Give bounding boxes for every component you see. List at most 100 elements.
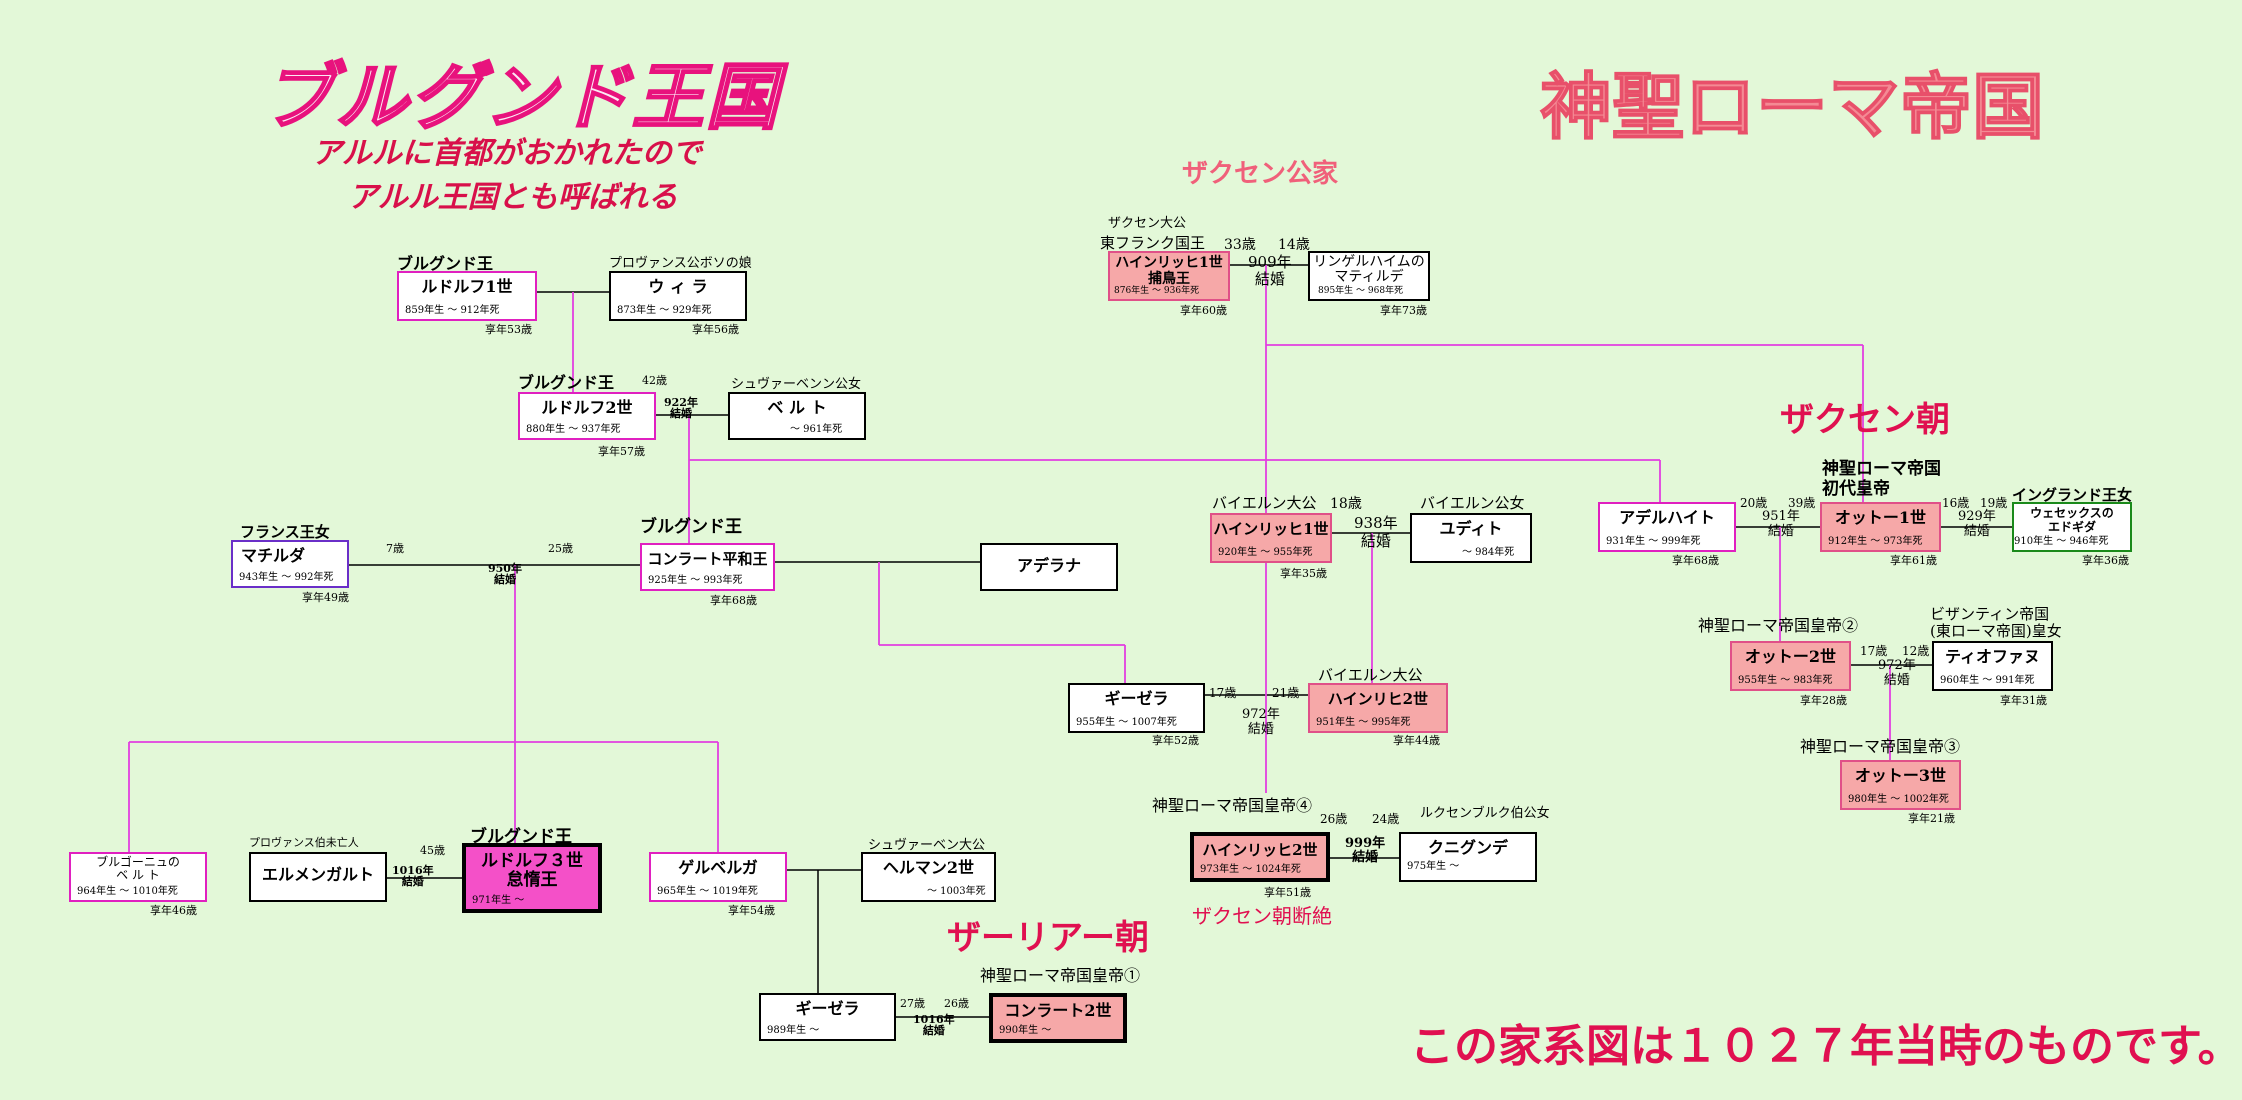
age-adelheid-at-marriage: 20歳	[1740, 496, 1768, 510]
mathilde-fr-age: 享年49歳	[302, 591, 349, 604]
person-dates: 973年生 ～ 1024年死	[1200, 864, 1301, 875]
person-rudolf3[interactable]: ルドルフ３世 怠惰王 971年生 ～	[462, 843, 602, 913]
person-dates: ～ 961年死	[790, 424, 843, 435]
person-dates: 931年生 ～ 999年死	[1606, 536, 1701, 547]
person-name: ブルゴーニュの ベ ル ト	[96, 855, 180, 882]
person-bertha[interactable]: ベ ル ト ～ 961年死	[728, 392, 866, 440]
person-name: ルドルフ３世 怠惰王	[481, 851, 583, 890]
person-otto1[interactable]: オットー1世 912年生 ～ 973年死	[1820, 502, 1941, 552]
rudolf2-age-at-marriage: 42歳	[642, 374, 667, 387]
person-heinrich-bav1[interactable]: ハインリッヒ1世 920年生 ～ 955年死	[1210, 513, 1332, 563]
person-dates: ～ 984年死	[1462, 547, 1515, 558]
person-name: ウ ィ ラ	[648, 277, 708, 296]
person-adelana[interactable]: アデラナ	[980, 543, 1118, 591]
person-mathilde-fr[interactable]: マチルダ 943年生 ～ 992年死	[231, 540, 349, 588]
person-ermengard[interactable]: エルメンガルト	[249, 852, 387, 902]
person-willa[interactable]: ウ ィ ラ 873年生 ～ 929年死	[609, 271, 747, 321]
age-otto1-at-marriage: 39歳	[1788, 496, 1816, 510]
person-name: ハインリッヒ1世	[1213, 520, 1329, 538]
person-name: オットー2世	[1744, 647, 1837, 666]
mathilde-fr-title: フランス王女	[240, 523, 330, 541]
marriage-999: 999年 結婚	[1345, 836, 1386, 865]
person-gerberga[interactable]: ゲルベルガ 965年生 ～ 1019年死	[649, 852, 787, 902]
person-burgund-berta[interactable]: ブルゴーニュの ベ ル ト 964年生 ～ 1010年死	[69, 852, 207, 902]
heinrich1-title-2: 東フランク国王	[1100, 234, 1206, 252]
person-name: クニグンデ	[1427, 838, 1508, 857]
conrad-age: 享年68歳	[710, 594, 757, 607]
person-name: ルドルフ2世	[541, 398, 633, 417]
otto2-title: 神聖ローマ帝国皇帝②	[1698, 616, 1859, 635]
marriage-951: 951年 結婚	[1762, 509, 1800, 539]
person-conrad[interactable]: コンラート平和王 925年生 ～ 993年死	[640, 543, 775, 591]
heinrich1-title-1: ザクセン大公	[1108, 216, 1187, 231]
person-name: ギーゼラ	[1104, 689, 1169, 708]
marriage-929: 929年 結婚	[1958, 509, 1996, 539]
person-judith[interactable]: ユディト ～ 984年死	[1410, 513, 1532, 563]
salian-dynasty-label: ザーリアー朝	[947, 918, 1149, 958]
person-dates: 895年生 ～ 968年死	[1318, 286, 1404, 296]
marriage-972-b: 972年 結婚	[1878, 658, 1916, 688]
person-rudolf2[interactable]: ルドルフ2世 880年生 ～ 937年死	[518, 392, 656, 440]
person-name: コンラート2世	[1004, 1001, 1112, 1020]
rudolf2-age: 享年57歳	[598, 445, 645, 458]
person-name: ハインリヒ2世	[1327, 690, 1429, 708]
person-name: アデラナ	[1016, 556, 1081, 575]
adelheid-age: 享年68歳	[1672, 554, 1719, 567]
person-kunigunde[interactable]: クニグンデ 975年生 ～	[1399, 832, 1537, 882]
saxon-extinction-label: ザクセン朝断絶	[1192, 904, 1332, 928]
person-gisela-burgundy[interactable]: ギーゼラ 955年生 ～ 1007年死	[1068, 683, 1205, 733]
person-heinrich2[interactable]: ハインリッヒ2世 973年生 ～ 1024年死	[1190, 832, 1330, 882]
marriage-922: 922年 結婚	[664, 396, 698, 420]
hre-title: 神聖ローマ帝国	[1539, 64, 2045, 150]
person-heinrich1[interactable]: ハインリッヒ1世 捕鳥王 876年生 ～ 936年死	[1108, 251, 1230, 301]
otto1-age: 享年61歳	[1890, 554, 1937, 567]
age-mathilde-at-marriage: 14歳	[1278, 237, 1310, 253]
age-gisela-at-marriage: 27歳	[900, 997, 925, 1010]
person-theophanu[interactable]: ティオファヌ 960年生 ～ 991年死	[1932, 641, 2053, 691]
rudolf3-title: ブルグンド王	[470, 827, 572, 847]
person-conrad2[interactable]: コンラート2世 990年生 ～	[989, 993, 1127, 1043]
person-rudolf1[interactable]: ルドルフ1世 859年生 ～ 912年死	[397, 271, 537, 321]
person-heinrich-bav2[interactable]: ハインリヒ2世 951年生 ～ 995年死	[1308, 683, 1448, 733]
person-name: オットー3世	[1854, 766, 1947, 785]
age-ermengard-at-marriage: 45歳	[420, 844, 445, 857]
mathilde-ringelheim-age: 享年73歳	[1380, 304, 1427, 317]
conrad2-title: 神聖ローマ帝国皇帝①	[980, 966, 1141, 985]
heinrich1-age: 享年60歳	[1180, 304, 1227, 317]
person-otto3[interactable]: オットー3世 980年生 ～ 1002年死	[1840, 760, 1961, 810]
marriage-938: 938年 結婚	[1354, 514, 1398, 550]
person-hermann2[interactable]: ヘルマン2世 ～ 1003年死	[861, 852, 996, 902]
age-otto1-at-second-marriage: 16歳	[1942, 496, 1970, 510]
person-mathilde-ringelheim[interactable]: リンゲルハイムの マティルデ 895年生 ～ 968年死	[1308, 251, 1430, 301]
person-dates: 990年生 ～	[999, 1025, 1052, 1036]
person-dates: 964年生 ～ 1010年死	[77, 886, 178, 897]
age-otto2-at-marriage: 17歳	[1860, 644, 1888, 658]
age-gisela-bav-at-marriage: 17歳	[1209, 686, 1237, 700]
heinrich-bav1-title: バイエルン大公	[1212, 494, 1317, 512]
willa-title: プロヴァンス公ボソの娘	[609, 256, 752, 271]
age-heinrich-bav2-at-marriage: 21歳	[1272, 686, 1300, 700]
person-dates: 859年生 ～ 912年死	[405, 305, 500, 316]
otto1-title-1: 神聖ローマ帝国	[1822, 459, 1941, 479]
person-name: ゲルベルガ	[678, 858, 758, 877]
person-name: リンゲルハイムの マティルデ	[1313, 254, 1425, 285]
age-theophanu-at-marriage: 12歳	[1902, 644, 1930, 658]
rudolf2-title: ブルグンド王	[518, 373, 615, 392]
person-edgitha[interactable]: ウェセックスの エドギダ 910年生 ～ 946年死	[2012, 502, 2132, 552]
person-dates: 876年生 ～ 936年死	[1114, 286, 1200, 296]
person-dates: ～ 1003年死	[927, 886, 986, 897]
age-edgitha-at-marriage: 19歳	[1980, 496, 2008, 510]
person-gisela-swabia[interactable]: ギーゼラ 989年生 ～	[759, 993, 896, 1041]
judith-title: バイエルン公女	[1420, 494, 1525, 512]
burgundy-subtitle-2: アルル王国とも呼ばれる	[348, 180, 678, 215]
person-name: ヘルマン2世	[882, 858, 975, 877]
age-heinrich-bav1-at-marriage: 18歳	[1330, 496, 1362, 512]
bertha-title: シュヴァーベンン公女	[731, 377, 862, 392]
person-name: エルメンガルト	[261, 865, 374, 884]
person-dates: 920年生 ～ 955年死	[1218, 547, 1313, 558]
person-dates: 989年生 ～	[767, 1025, 820, 1036]
person-adelheid[interactable]: アデルハイト 931年生 ～ 999年死	[1598, 502, 1736, 552]
person-dates: 943年生 ～ 992年死	[239, 572, 334, 583]
marriage-1016-a: 1016年 結婚	[392, 864, 434, 888]
person-otto2[interactable]: オットー2世 955年生 ～ 983年死	[1730, 641, 1851, 691]
